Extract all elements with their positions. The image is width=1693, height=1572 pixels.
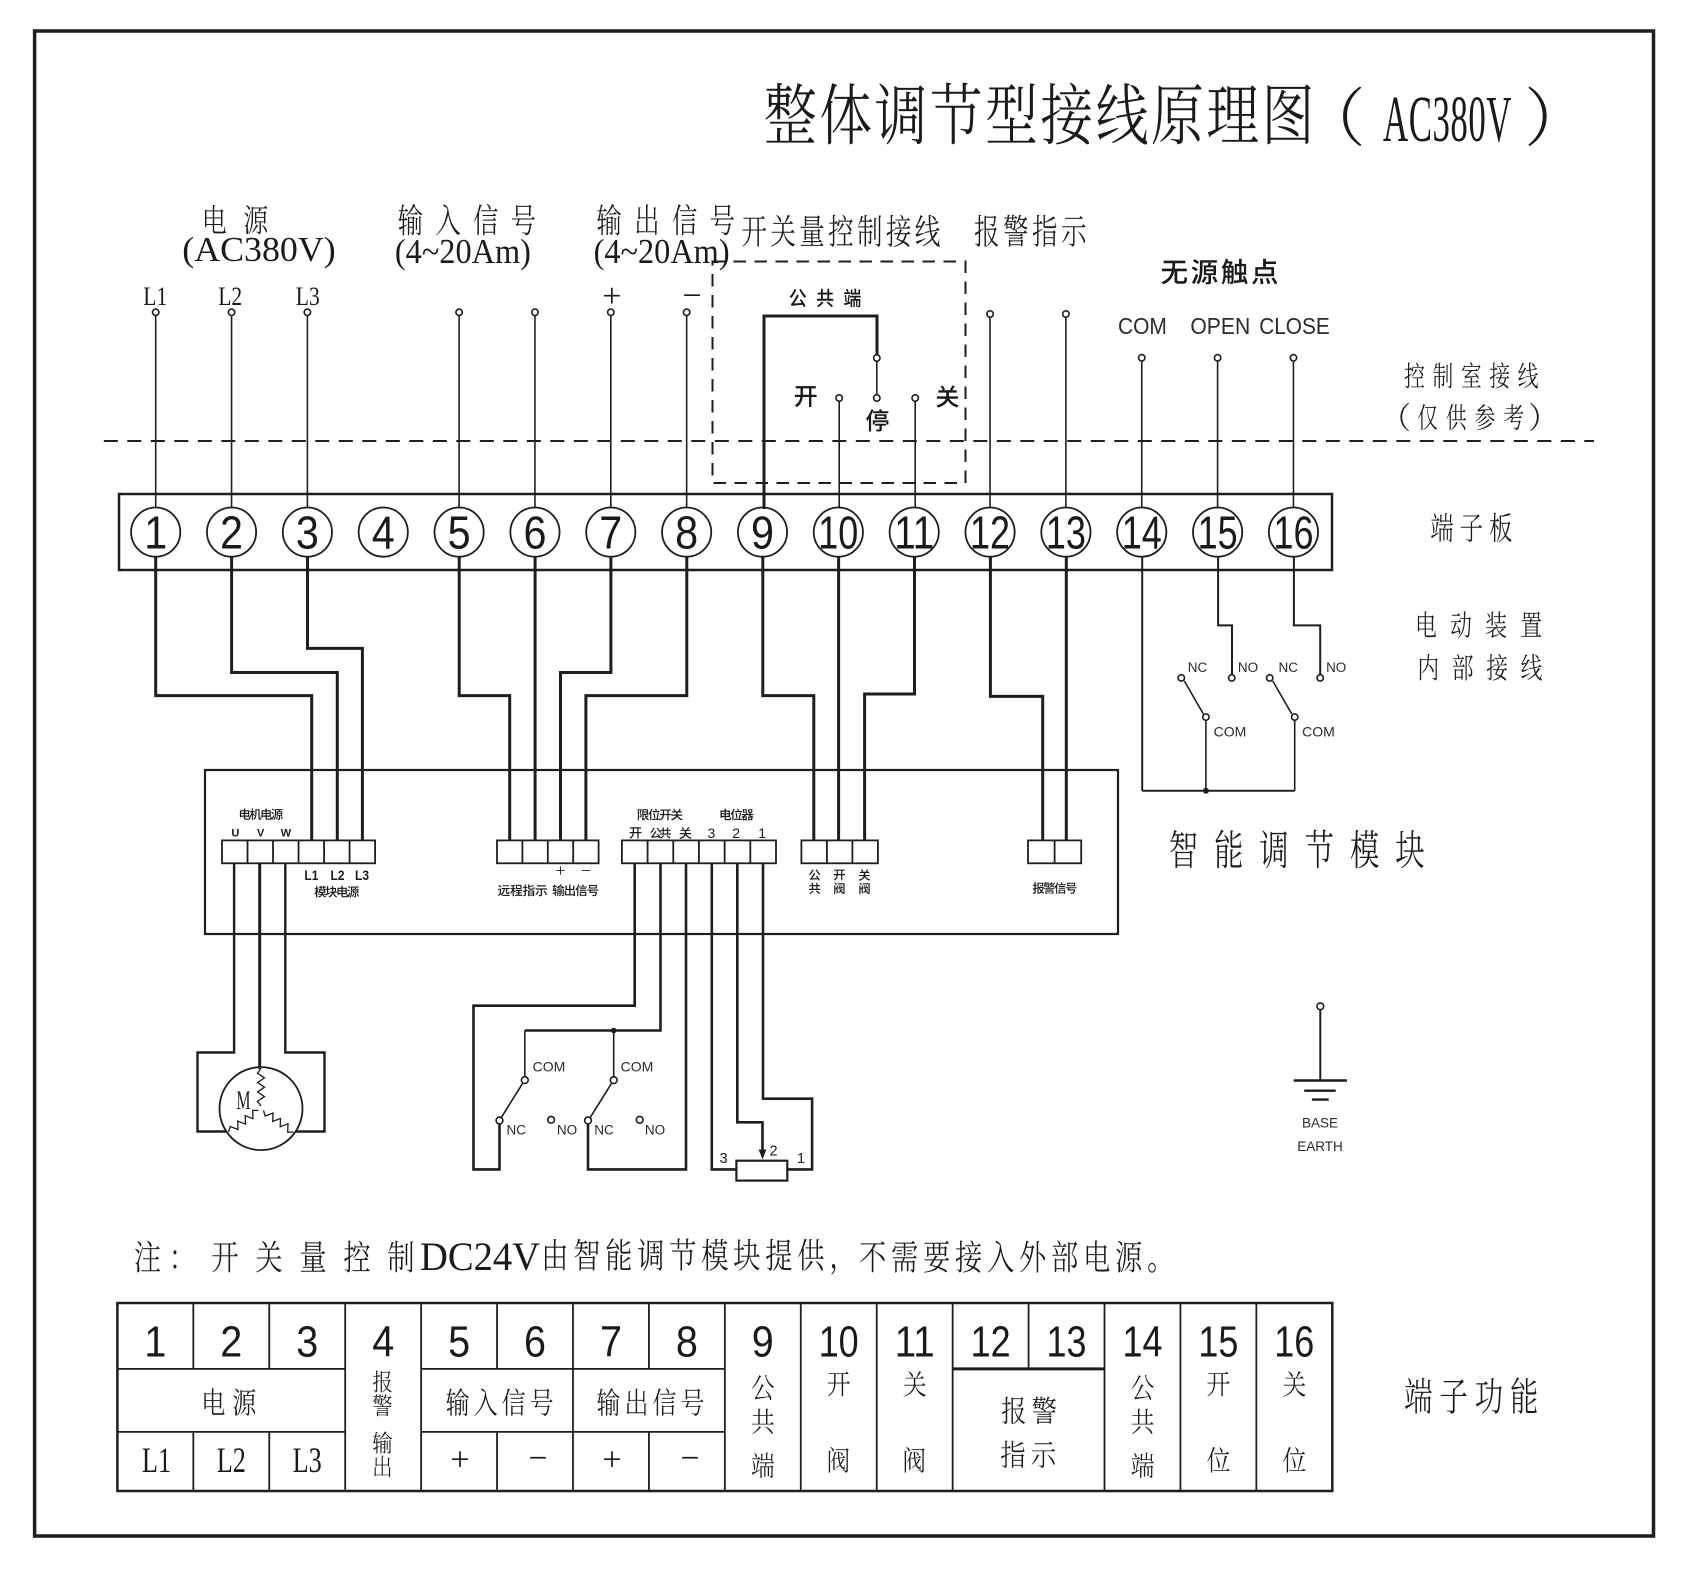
svg-text:COM: COM [1214,724,1247,740]
svg-text:EARTH: EARTH [1297,1139,1343,1154]
svg-text:11: 11 [894,506,934,558]
svg-text:CLOSE: CLOSE [1259,313,1330,339]
svg-text:L3: L3 [293,1440,322,1480]
svg-text:15: 15 [1198,506,1238,558]
svg-text:NO: NO [1326,660,1346,675]
svg-text:12: 12 [971,1318,1011,1367]
svg-text:4: 4 [372,506,395,558]
svg-text:5: 5 [448,506,471,558]
svg-text:1: 1 [758,825,766,841]
svg-text:4: 4 [372,1318,394,1367]
svg-text:9: 9 [752,1318,774,1367]
svg-text:6: 6 [524,506,547,558]
svg-text:(4~20Am): (4~20Am) [395,232,531,271]
svg-text:−: − [581,861,591,881]
svg-text:W: W [281,828,292,840]
svg-text:(AC380V): (AC380V) [182,230,335,269]
svg-text:−: − [683,278,702,315]
svg-text:L2: L2 [331,868,345,883]
svg-text:7: 7 [599,506,622,558]
svg-text:2: 2 [220,1318,242,1367]
svg-text:NO: NO [1238,660,1258,675]
svg-text:13: 13 [1047,1318,1087,1367]
svg-text:2: 2 [732,825,740,841]
svg-text:16: 16 [1274,1318,1314,1367]
svg-text:NC: NC [1188,660,1208,675]
svg-text:NO: NO [645,1123,665,1138]
svg-text:+: + [602,278,621,315]
svg-text:L2: L2 [217,1440,246,1480]
svg-text:14: 14 [1122,506,1162,558]
svg-text:NC: NC [507,1123,527,1138]
svg-text:COM: COM [621,1059,654,1075]
svg-text:7: 7 [600,1318,622,1367]
svg-text:14: 14 [1123,1318,1163,1367]
svg-text:V: V [257,828,265,840]
svg-text:M: M [237,1086,251,1115]
svg-text:2: 2 [220,506,243,558]
svg-text:L1: L1 [143,282,167,311]
svg-text:L1: L1 [304,868,318,883]
svg-text:+: + [602,1442,621,1479]
svg-text:COM: COM [1118,313,1167,339]
svg-text:9: 9 [751,506,774,558]
svg-text:DC24V: DC24V [420,1234,540,1279]
svg-text:(4~20Am): (4~20Am) [594,232,730,271]
svg-text:5: 5 [448,1318,470,1367]
svg-text:+: + [450,1442,469,1479]
svg-text:13: 13 [1046,506,1086,558]
svg-text:+: + [555,861,565,881]
svg-text:L3: L3 [296,282,320,311]
svg-text:3: 3 [296,506,319,558]
svg-text:NC: NC [1279,660,1299,675]
svg-text:−: − [528,1440,547,1477]
svg-text:L2: L2 [218,282,242,311]
svg-text:L1: L1 [142,1440,171,1480]
svg-text:−: − [680,1440,699,1477]
svg-text:6: 6 [524,1318,546,1367]
svg-text:1: 1 [797,1151,805,1167]
svg-text:11: 11 [895,1318,935,1367]
svg-text:8: 8 [675,506,698,558]
svg-text:COM: COM [533,1059,566,1075]
svg-text:1: 1 [144,506,167,558]
svg-text:1: 1 [144,1318,166,1367]
svg-text:NC: NC [594,1123,614,1138]
svg-text:3: 3 [719,1151,727,1167]
svg-text:10: 10 [819,1318,859,1367]
svg-text:OPEN: OPEN [1190,313,1250,339]
svg-text:15: 15 [1198,1318,1238,1367]
svg-text:NO: NO [557,1123,577,1138]
svg-text:AC380V: AC380V [1383,83,1512,156]
svg-text:U: U [231,828,239,840]
svg-text:12: 12 [970,506,1010,558]
svg-text:16: 16 [1274,506,1314,558]
svg-text:L3: L3 [355,868,369,883]
svg-text:10: 10 [818,506,858,558]
svg-text:COM: COM [1302,724,1335,740]
svg-text:8: 8 [676,1318,698,1367]
svg-text:3: 3 [296,1318,318,1367]
svg-text:BASE: BASE [1302,1115,1338,1130]
svg-text:2: 2 [770,1144,778,1160]
svg-text:3: 3 [708,825,716,841]
